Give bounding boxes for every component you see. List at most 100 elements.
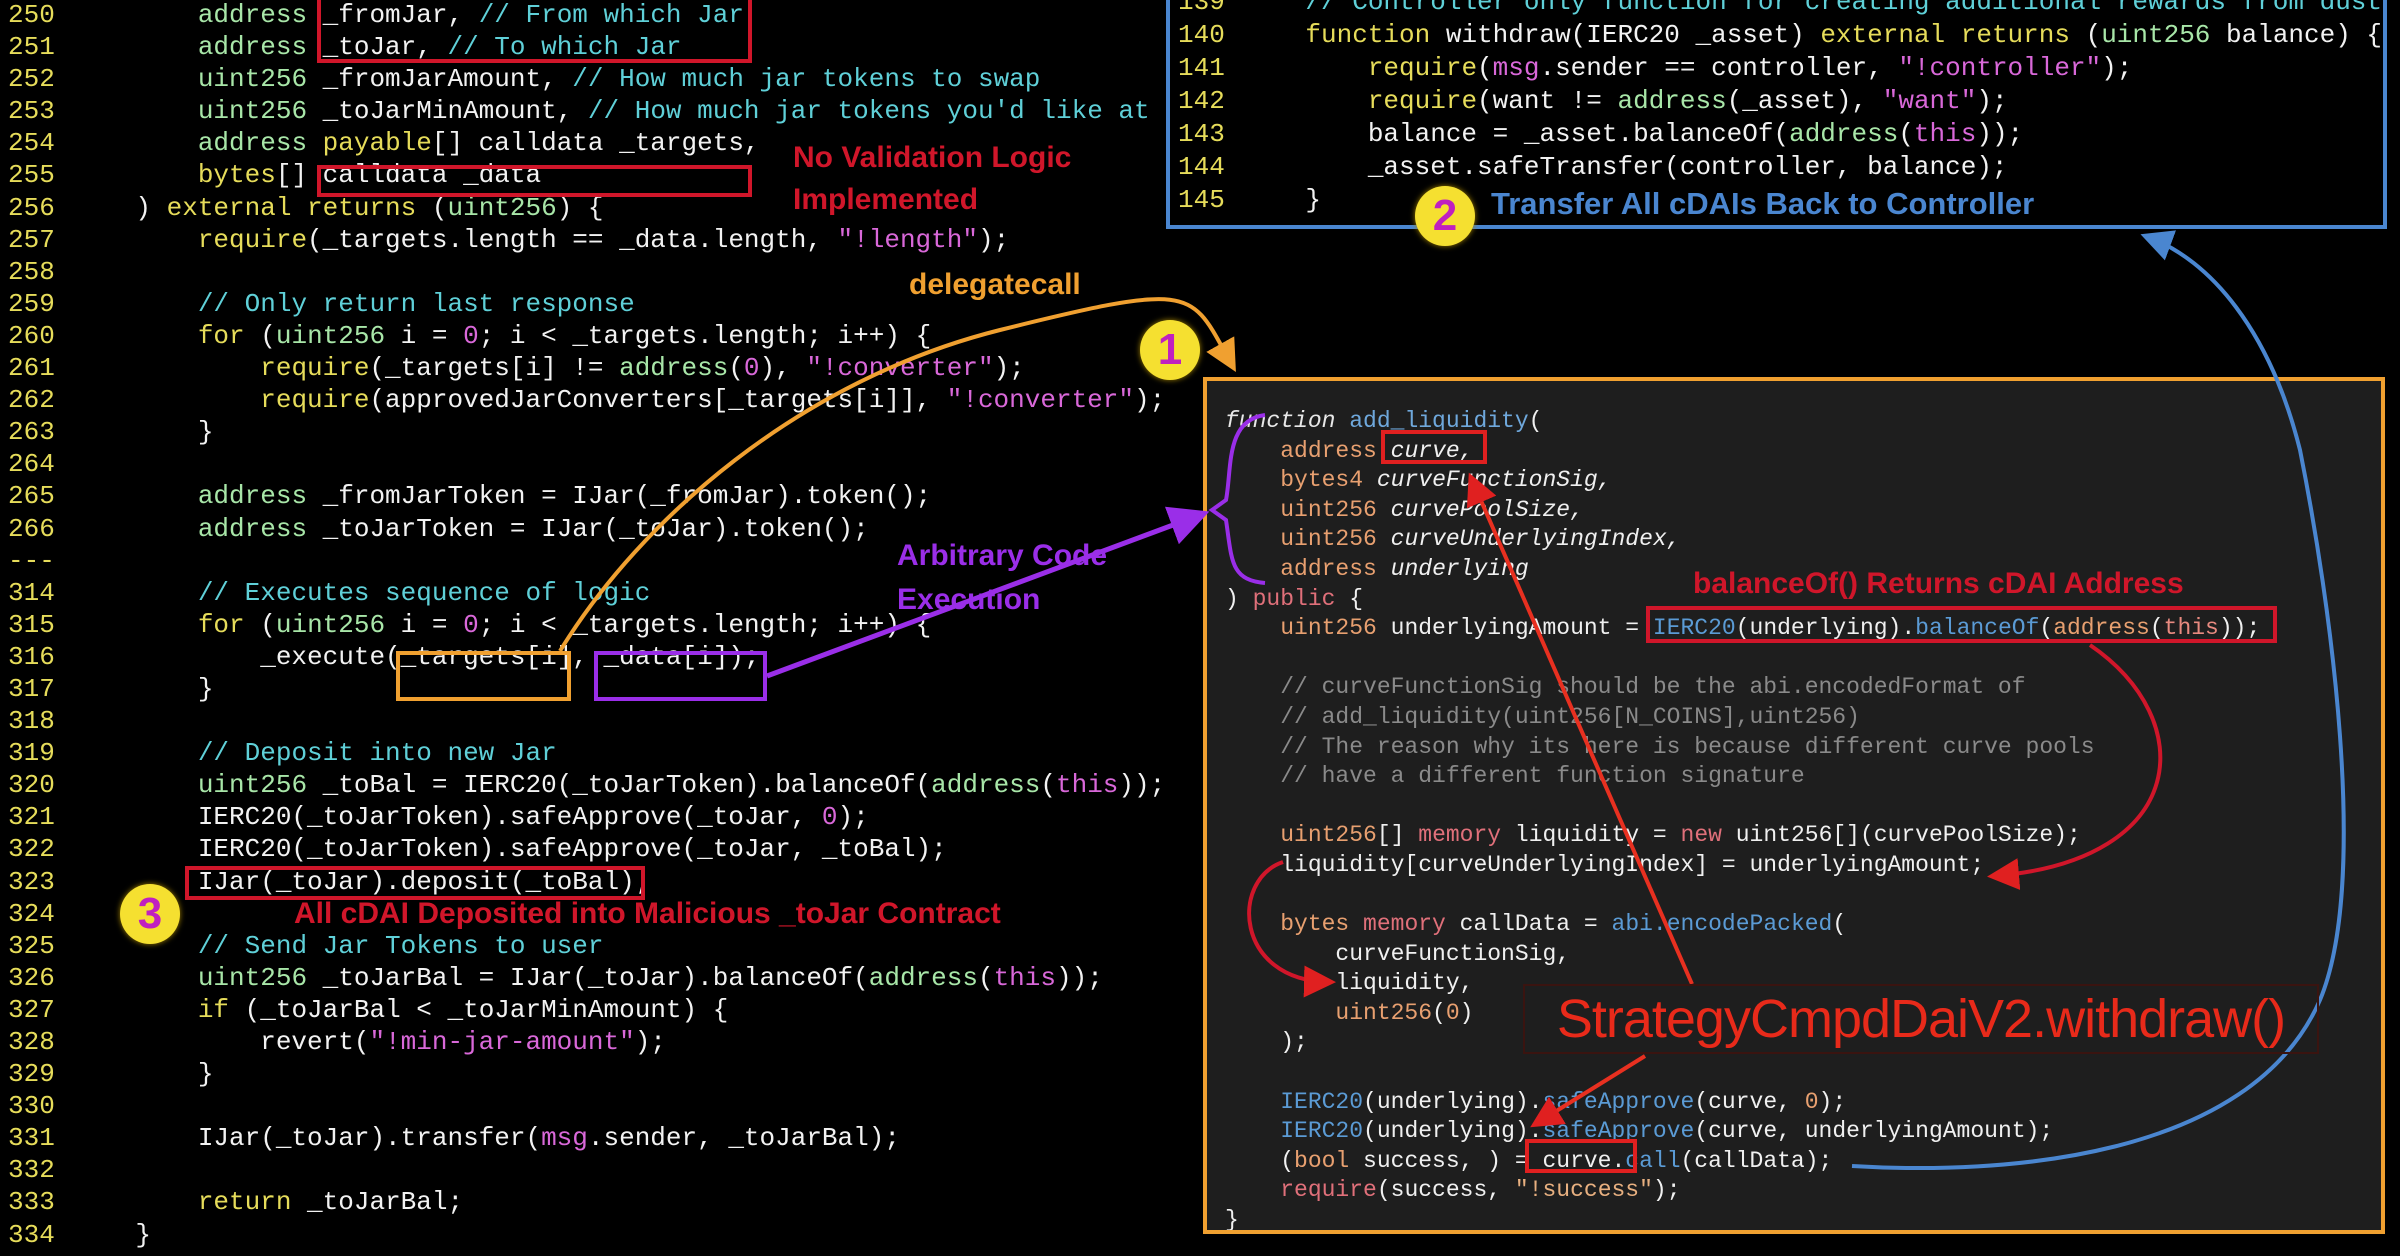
line-number: 325	[8, 930, 55, 961]
code-line: ​ // add_liquidity(uint256[N_COINS],uint…	[1225, 703, 2375, 733]
code-token: address	[1617, 86, 1727, 116]
code-token: 0	[1804, 1088, 1819, 1115]
code-token: balance = _asset.balanceOf(	[1243, 119, 1790, 149]
code-text: // Executes sequence of logic	[73, 577, 650, 609]
code-token: // How much jar tokens to swap	[572, 64, 1041, 95]
line-number: 254	[8, 128, 55, 159]
code-token: "!controller"	[1898, 53, 2102, 83]
code-token	[73, 321, 198, 351]
code-line: ​ IERC20(underlying).safeApprove(curve, …	[1225, 1117, 2375, 1147]
code-token: ),	[759, 353, 807, 384]
code-token: (_targets.length == _data.length,	[307, 224, 838, 255]
code-token: address	[1789, 119, 1899, 149]
code-text: // add_liquidity(uint256[N_COINS],uint25…	[1225, 704, 1860, 730]
highlight-balanceof	[1646, 606, 2277, 643]
code-line: ​ require(success, "!success");	[1225, 1176, 2375, 1206]
code-token: uint256	[447, 192, 557, 223]
code-token: ));	[1118, 770, 1166, 801]
code-token: )	[1225, 585, 1253, 612]
code-token: // To which Jar	[447, 32, 682, 63]
code-line: ​	[1225, 881, 2375, 911]
code-token	[1243, 20, 1305, 50]
highlight-deposit-call	[185, 866, 645, 900]
code-token: // How much jar tokens you'd like at	[587, 96, 1150, 127]
line-number: 328	[8, 1027, 55, 1057]
code-text: }	[73, 1058, 214, 1090]
code-token: address	[197, 128, 308, 159]
code-line: ​322 IERC20(_toJarToken).safeApprove(_to…	[0, 833, 2400, 865]
curve-add-liquidity-panel: ​function add_liquidity(​ address curve,…	[1203, 377, 2385, 1234]
code-text: bytes[] calldata _data	[73, 159, 541, 191]
code-line: ​253 uint256 _toJarMinAmount, // How muc…	[0, 95, 2400, 127]
code-token	[73, 610, 198, 640]
code-token: (	[1832, 911, 1847, 938]
line-number: 143	[1178, 119, 1225, 149]
code-token: (	[1432, 999, 1446, 1026]
highlight-curve-param	[1381, 430, 1487, 464]
code-token: (callData);	[1680, 1147, 1833, 1174]
code-token: curveFunctionSig,	[1225, 940, 1571, 967]
line-number: 330	[8, 1091, 55, 1122]
code-token: i =	[385, 609, 464, 640]
code-token: (curve,	[1694, 1088, 1805, 1115]
code-token: (	[244, 609, 276, 640]
code-token	[73, 1187, 198, 1217]
code-token: address	[197, 513, 308, 544]
code-token: .sender == controller,	[1539, 53, 1899, 83]
code-token: (_targets[i] !=	[369, 353, 620, 384]
line-number: 326	[8, 962, 55, 993]
line-number: 323	[8, 866, 55, 897]
code-line: ​ uint256 curvePoolSize,	[1225, 496, 2375, 526]
code-text: bytes memory callData = abi.encodePacked…	[1225, 911, 1846, 937]
code-token: ; i < _targets.length; i++) {	[478, 320, 932, 351]
code-token: (	[416, 192, 448, 223]
code-line: ​252 uint256 _fromJarAmount, // How much…	[0, 63, 2400, 95]
code-token: );	[837, 802, 869, 833]
code-token: i =	[385, 320, 464, 351]
code-token: // Controller only function for creating…	[1305, 0, 2382, 17]
code-text: ) public {	[1225, 586, 1363, 612]
code-token: .sender, _toJarBal);	[587, 1123, 900, 1154]
code-line: ​143 balance = _asset.balanceOf(address(…	[1170, 118, 2383, 151]
step-3-label: All cDAI Deposited into Malicious _toJar…	[294, 897, 1001, 930]
code-token: _asset.safeTransfer(controller, balance)…	[1243, 152, 2008, 182]
code-line: ​ );	[1225, 1028, 2375, 1058]
code-token	[73, 578, 198, 608]
code-token: );	[634, 1027, 666, 1057]
code-text: address _toJar, // To which Jar	[73, 31, 682, 63]
code-token: if	[197, 994, 230, 1025]
code-text: uint256 curveUnderlyingIndex,	[1225, 526, 1680, 552]
code-token: require	[197, 224, 308, 255]
highlight-jar-params	[317, 0, 752, 63]
code-token: _fromJarToken = IJar(_fromJar).token();	[307, 481, 932, 512]
line-number: 329	[8, 1059, 55, 1090]
line-number: 261	[8, 353, 55, 384]
code-token: bytes4	[1280, 467, 1364, 494]
code-token: );	[977, 224, 1010, 255]
code-token: {	[1335, 585, 1364, 612]
code-line: ​ curveFunctionSig,	[1225, 940, 2375, 970]
code-text: return _toJarBal;	[73, 1186, 463, 1218]
code-token: }	[73, 417, 214, 448]
code-line: ​ // The reason why its here is because …	[1225, 733, 2375, 763]
code-line: ​256 ) external returns (uint256) {	[0, 192, 2400, 224]
code-line: ​ uint256[] memory liquidity = new uint2…	[1225, 821, 2375, 851]
line-number: 319	[8, 738, 55, 769]
code-token: 0	[743, 353, 760, 384]
code-text: require(_targets[i] != address(0), "!con…	[73, 352, 1025, 384]
code-token: uint256	[197, 962, 308, 993]
code-text: for (uint256 i = 0; i < _targets.length;…	[73, 320, 931, 352]
code-token: liquidity =	[1501, 822, 1681, 849]
code-token: ; i < _targets.length; i++) {	[478, 609, 932, 640]
line-number: 320	[8, 770, 55, 801]
code-token: curve,	[1390, 437, 1474, 464]
code-token: abi.encodePacked	[1611, 911, 1833, 938]
code-token	[1225, 911, 1280, 937]
line-number: 257	[8, 224, 55, 255]
code-text: liquidity,	[1225, 970, 1473, 996]
code-text: require(_targets.length == _data.length,…	[73, 224, 1009, 256]
code-token	[73, 289, 198, 319]
code-token	[73, 225, 198, 255]
code-line: ​317 }	[0, 673, 2400, 705]
code-token: safeApprove	[1542, 1088, 1695, 1115]
